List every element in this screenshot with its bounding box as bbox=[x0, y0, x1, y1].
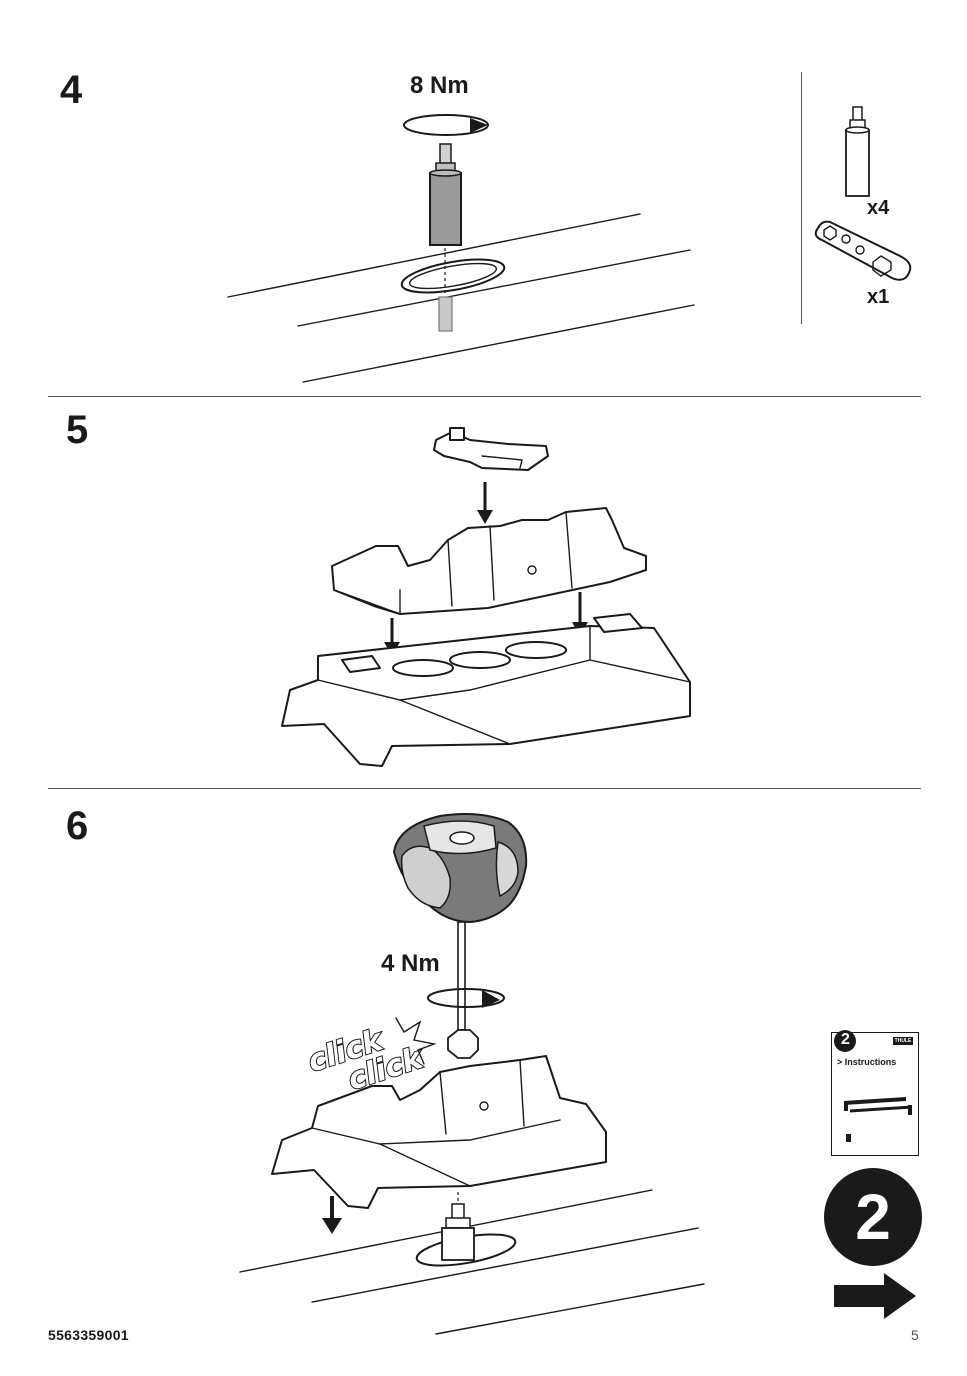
parts-list-illustration bbox=[814, 106, 912, 281]
rotation-arrow-icon bbox=[427, 988, 505, 1008]
foot-base-icon bbox=[281, 613, 691, 767]
clip-part-icon bbox=[433, 427, 549, 471]
step-5-illustration bbox=[281, 427, 691, 767]
section-divider-1 bbox=[48, 396, 921, 397]
booklet-reference: 2 THULE > Instructions bbox=[831, 1030, 919, 1156]
roof-bar-icon bbox=[843, 1097, 913, 1115]
foot-insert-icon bbox=[331, 507, 647, 616]
quantity-bolt: x4 bbox=[867, 197, 890, 219]
booklet-title: > Instructions bbox=[837, 1057, 897, 1067]
rotation-arrow-icon bbox=[403, 114, 489, 136]
brand-logo: THULE bbox=[894, 1038, 912, 1044]
step-number-4: 4 bbox=[60, 68, 83, 112]
page-number: 5 bbox=[911, 1327, 919, 1343]
parts-divider bbox=[801, 72, 802, 324]
step-4-illustration bbox=[227, 114, 695, 383]
bolt-icon bbox=[429, 143, 462, 246]
document-code: 5563359001 bbox=[48, 1327, 129, 1343]
next-arrow-icon bbox=[834, 1273, 916, 1319]
booklet-number: 2 bbox=[841, 1031, 850, 1048]
section-divider-2 bbox=[48, 788, 921, 789]
wrench-part-icon bbox=[814, 220, 912, 281]
quantity-wrench: x1 bbox=[867, 286, 890, 308]
bolt-part-icon bbox=[845, 106, 870, 197]
assembled-foot-icon bbox=[271, 1055, 607, 1209]
torque-label-8nm: 8 Nm bbox=[410, 72, 469, 99]
torque-knob-icon bbox=[392, 813, 528, 924]
next-booklet-number: 2 bbox=[855, 1181, 891, 1253]
torque-label-4nm: 4 Nm bbox=[381, 950, 440, 977]
step-number-6: 6 bbox=[66, 804, 89, 848]
next-booklet-badge: 2 bbox=[824, 1168, 922, 1266]
step-number-5: 5 bbox=[66, 408, 89, 452]
